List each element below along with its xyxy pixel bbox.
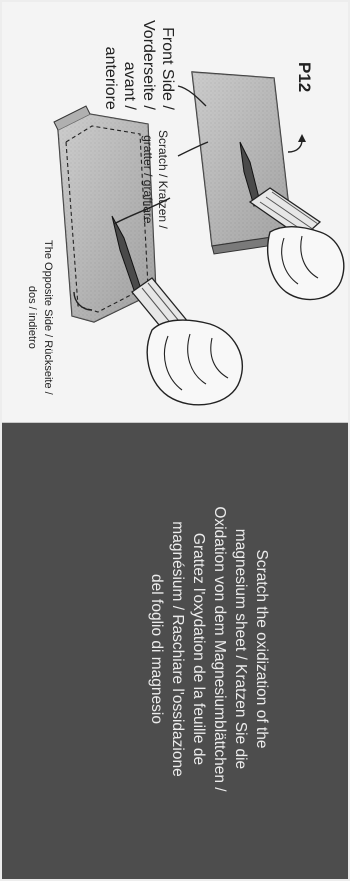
front-side-label-line: anteriore [101, 20, 120, 110]
instruction-text: Scratch the oxidization of the magnesium… [146, 439, 272, 859]
opposite-side-label-line: The Opposite Side / Rückseite / [40, 240, 56, 395]
instruction-panel: Scratch the oxidization of the magnesium… [2, 423, 348, 879]
instruction-line: Oxidation von dem Magnesiumblättchen / [209, 439, 230, 859]
lower-hand-icon [147, 320, 242, 405]
upper-hand-icon [268, 227, 344, 300]
instruction-line: Scratch the oxidization of the [251, 439, 272, 859]
front-side-label: Front Side / Vorderseite / avant / anter… [101, 20, 177, 110]
scratch-label-line: Scratch / Kratzen / [155, 130, 170, 229]
scratch-label: Scratch / Kratzen / gratter / graffiare [140, 130, 170, 229]
opposite-side-label-line: dos / indietro [24, 240, 40, 395]
front-side-label-line: Vorderseite / [139, 20, 158, 110]
scratch-label-line: gratter / graffiare [140, 130, 155, 229]
instruction-line: magnésium / Raschiare l'ossidazione [167, 439, 188, 859]
front-side-label-line: avant / [120, 20, 139, 110]
part-number-label: P12 [294, 62, 314, 92]
front-side-label-line: Front Side / [158, 20, 177, 110]
opposite-side-label: The Opposite Side / Rückseite / dos / in… [24, 240, 56, 395]
instruction-line: del foglio di magnesio [146, 439, 167, 859]
instruction-line: Grattez l'oxydation de la feuille de [188, 439, 209, 859]
illustration-panel: P12 Front Side / Vorderseite / avant / a… [2, 2, 348, 423]
instruction-line: magnesium sheet / Kratzen Sie die [230, 439, 251, 859]
